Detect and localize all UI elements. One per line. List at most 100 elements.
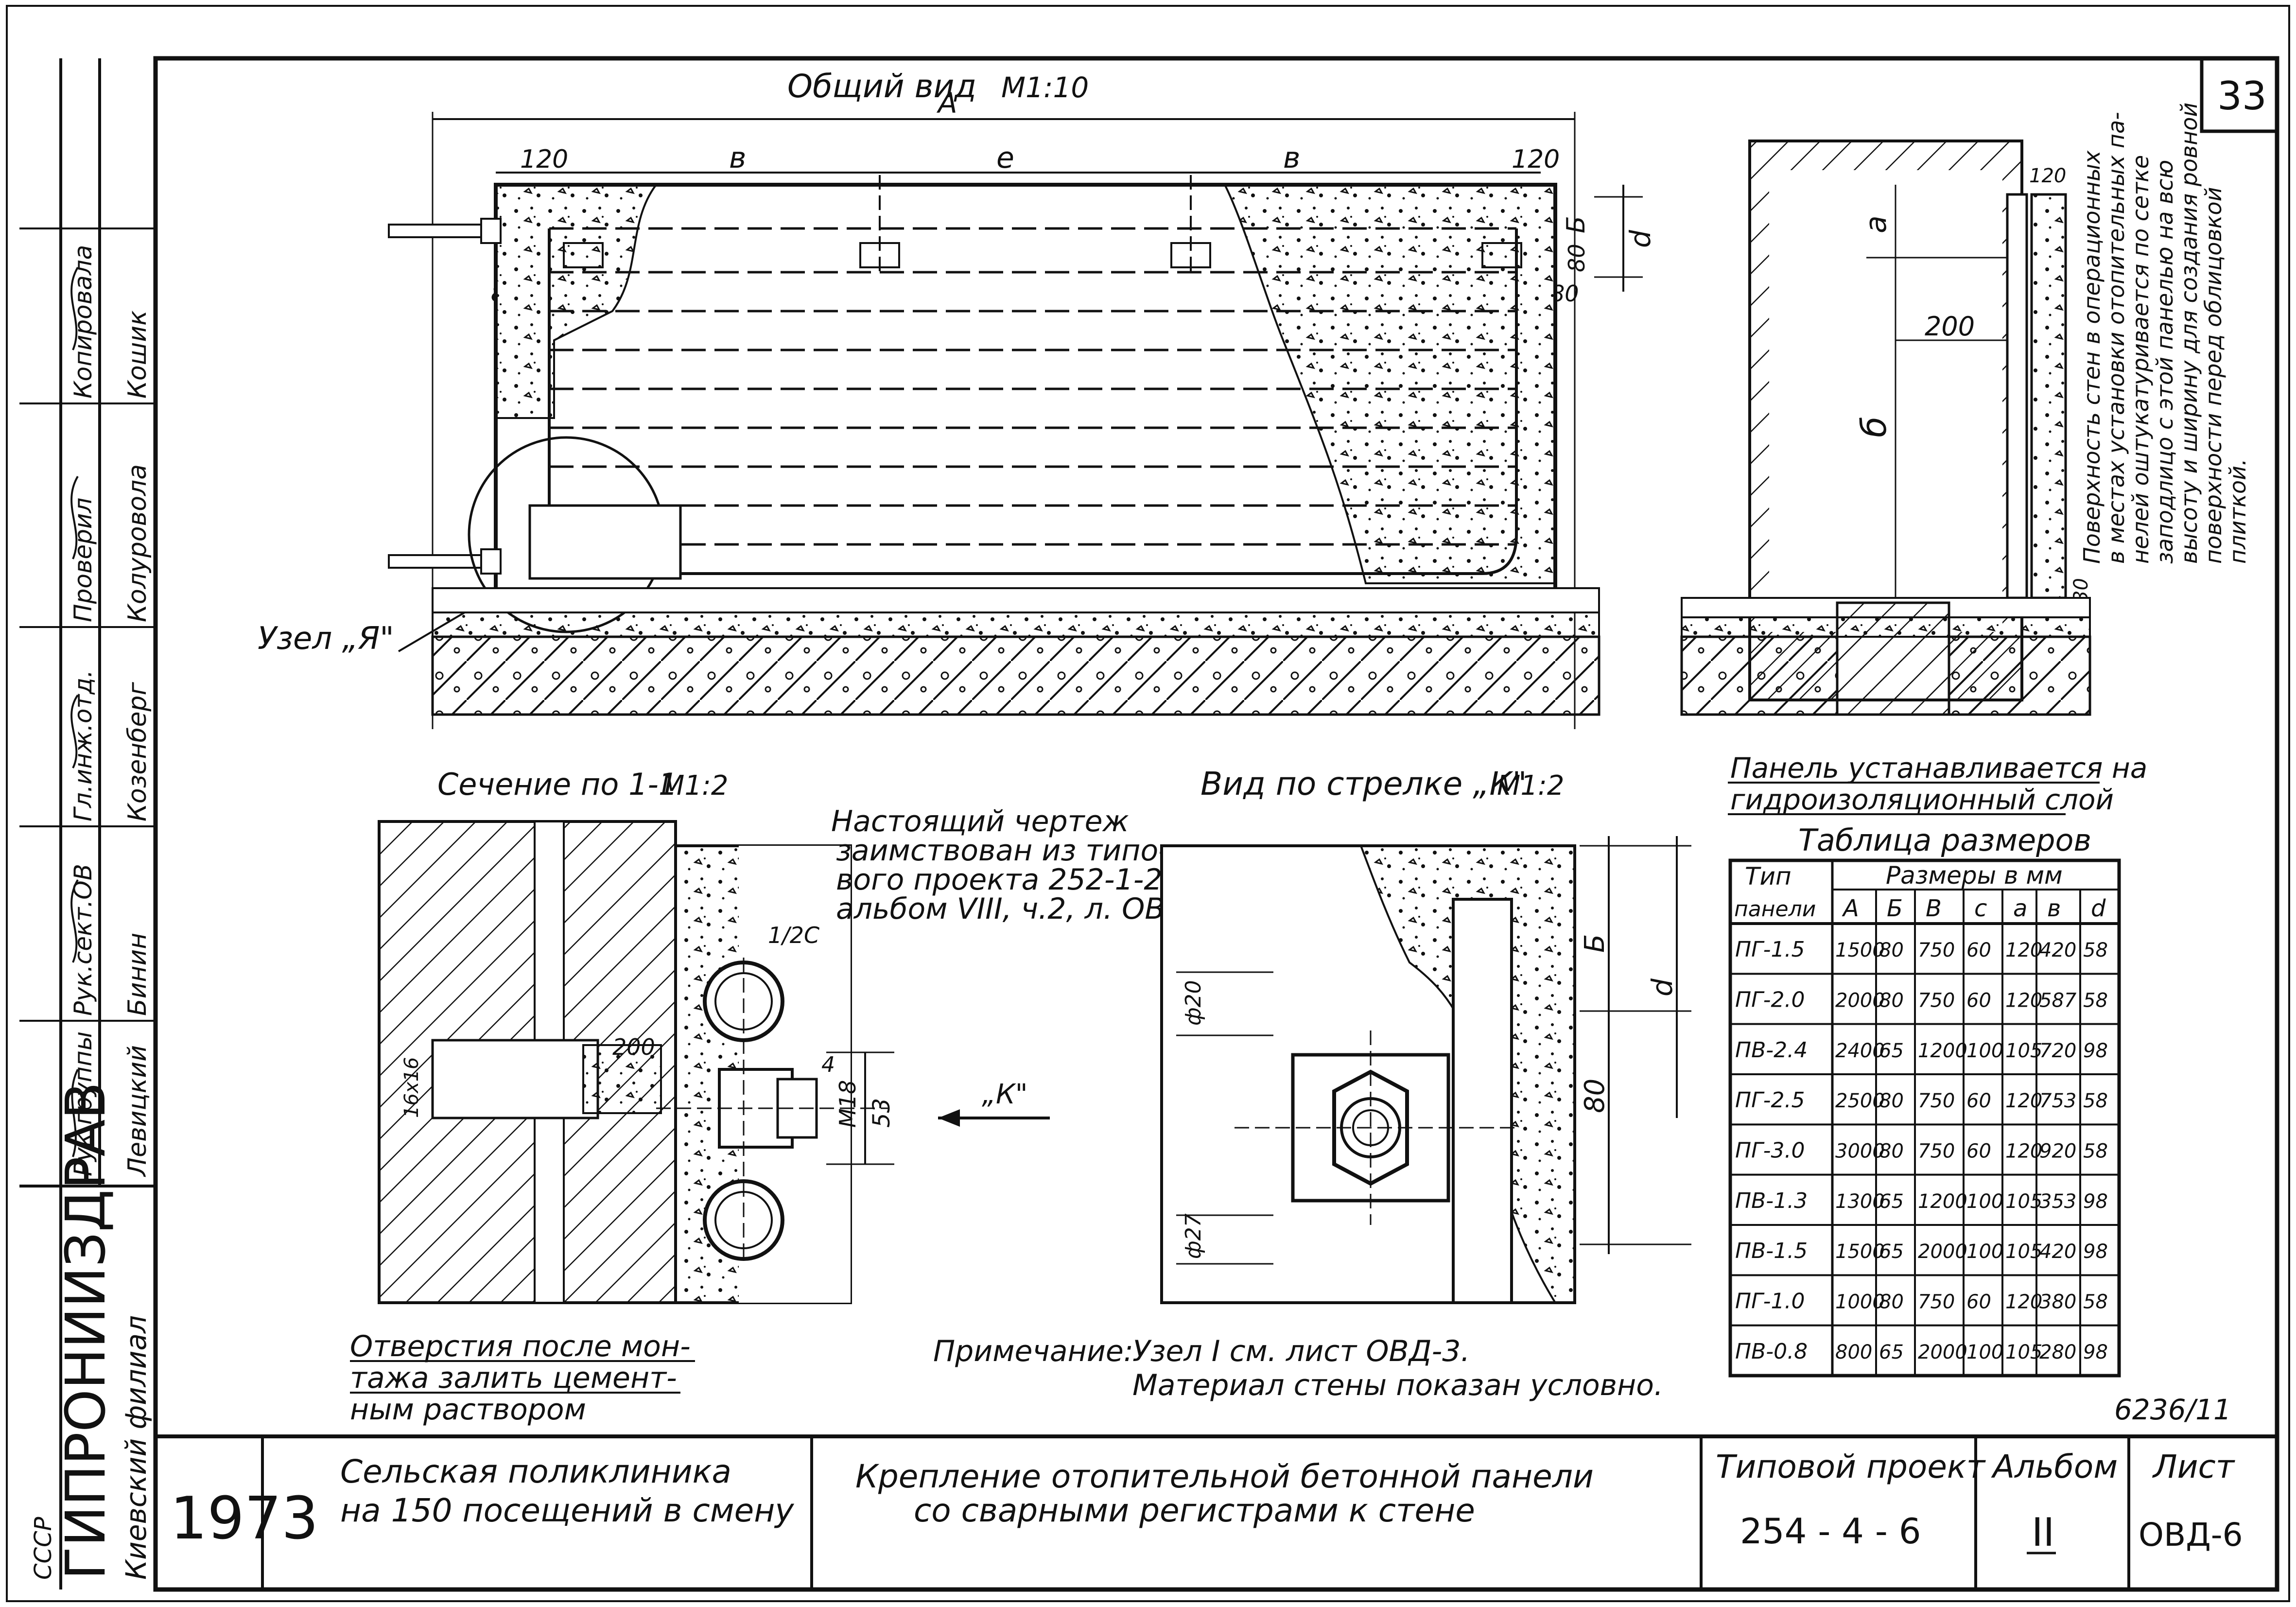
table-cell: 80: [1879, 939, 1904, 961]
dim-120-wall: 120: [2029, 165, 2066, 187]
note-line-2: Материал стены показан условно.: [1132, 1368, 1663, 1402]
dim-200-wall: 200: [1925, 311, 1975, 342]
table-cell: 1200: [1918, 1040, 1967, 1062]
table-col-header: А: [1842, 895, 1859, 922]
sign-role-2: Рук.сект.ОВ: [69, 864, 97, 1016]
table-cell: 920: [2039, 1140, 2076, 1163]
wall-view: а 200 б 120 30 Поверхность стен в операц…: [1680, 103, 2251, 816]
table-cell: 60: [1966, 1140, 1991, 1163]
table-cell: 58: [2083, 939, 2108, 961]
wall-note-line-1: Поверхность стен в операционных: [2079, 150, 2105, 564]
dim-1-2c: 1/2С: [768, 922, 819, 948]
wall-note-line-4: заподлицо с этой панелью на всю: [2152, 160, 2178, 564]
table-col-header: а: [2013, 895, 2027, 922]
stamp-type-project-number: 254 - 4 - 6: [1740, 1511, 1921, 1552]
table-cell: 2000: [1918, 1341, 1967, 1363]
general-view: Общий вид М1:10 А 120 в е в 120 Б d 80 8…: [258, 68, 1657, 729]
table-cell: 98: [2083, 1040, 2108, 1062]
table-cell: 750: [1918, 1291, 1955, 1313]
table-cell: 80: [1879, 990, 1904, 1012]
table-cell: 120: [2005, 990, 2042, 1012]
table-cell: 1300: [1835, 1190, 1885, 1213]
table-cell: 60: [1966, 939, 1991, 961]
table-head-type-2: панели: [1734, 897, 1816, 922]
arrow-view-title: Вид по стрелке „К": [1200, 765, 1527, 803]
table-cell: 65: [1879, 1040, 1904, 1062]
general-view-title: Общий вид: [787, 68, 976, 105]
holes-note-line-1: Отверстия после мон-: [350, 1329, 691, 1363]
sign-role-5: Копировала: [69, 245, 97, 399]
arrow-k-view: Вид по стрелке „К" М1:2 „К" ф20 ф27 Б d …: [933, 765, 1691, 1402]
sheet-border: [6, 5, 2290, 1602]
stamp-title-line-1: Крепление отопительной бетонной панели: [855, 1458, 1594, 1495]
table-cell: 100: [1966, 1240, 2003, 1263]
dim-27: ф27: [1181, 1213, 1206, 1259]
table-cell: 65: [1879, 1240, 1904, 1263]
table-cell: 3000: [1835, 1140, 1885, 1163]
signature-strip: Рук.группы Рук.сект.ОВ Гл.инж.отд. Прове…: [19, 58, 157, 1188]
table-row-type: ПВ-1.3: [1735, 1188, 1808, 1213]
table-cell: 2400: [1835, 1040, 1885, 1062]
stamp-title-line-2: со сварными регистрами к стене: [914, 1492, 1475, 1529]
table-cell: 1500: [1835, 939, 1885, 961]
table-cell: 720: [2039, 1040, 2076, 1062]
table-cell: 750: [1918, 1090, 1955, 1112]
table-col-header: с: [1974, 895, 1987, 922]
stamp-type-project-label: Типовой проект: [1716, 1448, 1986, 1485]
stamp-album-label: Альбом: [1991, 1448, 2118, 1485]
table-cell: 100: [1966, 1040, 2003, 1062]
dim-d-general: d: [1624, 229, 1657, 248]
table-cell: 380: [2039, 1291, 2076, 1313]
dim-120-left: 120: [520, 145, 568, 174]
table-row-type: ПВ-2.4: [1735, 1038, 1808, 1063]
dim-b-wall: б: [1854, 417, 1894, 437]
table-head-type-1: Тип: [1745, 862, 1792, 891]
table-cell: 105: [2005, 1240, 2042, 1263]
table-cell: 60: [1966, 1090, 1991, 1112]
stamp-sheet-label: Лист: [2152, 1448, 2236, 1485]
table-cell: 353: [2039, 1190, 2076, 1213]
table-cell: 105: [2005, 1190, 2042, 1213]
dim-e: е: [996, 141, 1014, 175]
table-row-type: ПВ-1.5: [1735, 1239, 1808, 1263]
stamp-project-line-2: на 150 посещений в смену: [340, 1492, 794, 1529]
stamp-project-line-1: Сельская поликлиника: [340, 1453, 731, 1490]
table-cell: 120: [2005, 1291, 2042, 1313]
table-col-header: Б: [1887, 895, 1903, 922]
section-title: Сечение по 1-1: [437, 767, 678, 802]
table-cell: 58: [2083, 1090, 2108, 1112]
table-cell: 60: [1966, 1291, 1991, 1313]
stamp-year: 1973: [170, 1485, 318, 1553]
table-cell: 98: [2083, 1240, 2108, 1263]
sign-name-2: Бинин: [123, 933, 152, 1016]
note-line-1: Узел I см. лист ОВД-3.: [1132, 1334, 1470, 1368]
general-view-scale: М1:10: [1001, 71, 1089, 104]
table-cell: 80: [1879, 1291, 1904, 1313]
borrowed-note-line-1: Настоящий чертеж: [831, 804, 1129, 838]
wall-note-line-5: высоту и ширину для создания ровной: [2176, 103, 2202, 564]
table-cell: 1000: [1835, 1291, 1885, 1313]
borrowed-note-line-3: вого проекта 252-1-21,: [836, 863, 1190, 897]
org-name: ГИПРОНИИЗДРАВ: [54, 1082, 118, 1580]
table-cell: 65: [1879, 1341, 1904, 1363]
table-cell: 80: [1879, 1090, 1904, 1112]
table-cell: 750: [1918, 1140, 1955, 1163]
table-cell: 420: [2039, 1240, 2076, 1263]
table-cell: 1500: [1835, 1240, 1885, 1263]
dim-B-general: Б: [1562, 216, 1591, 233]
wall-note-line-7: плиткой.: [2225, 458, 2251, 564]
note-label: Примечание:: [933, 1334, 1133, 1368]
org-country: СССР: [30, 1517, 57, 1580]
table-cell: 753: [2039, 1090, 2076, 1112]
sign-name-4: Колуровола: [123, 464, 152, 622]
table-cell: 80: [1879, 1140, 1904, 1163]
arrow-k-label: „К": [982, 1079, 1028, 1110]
table-cell: 58: [2083, 1140, 2108, 1163]
table-cell: 1200: [1918, 1190, 1967, 1213]
dim-a-wall: а: [1859, 215, 1893, 233]
dim-200-section: 200: [612, 1034, 655, 1060]
table-cell: 750: [1918, 939, 1955, 961]
table-cell: 65: [1879, 1190, 1904, 1213]
dim-80-a: 80: [1564, 244, 1590, 272]
